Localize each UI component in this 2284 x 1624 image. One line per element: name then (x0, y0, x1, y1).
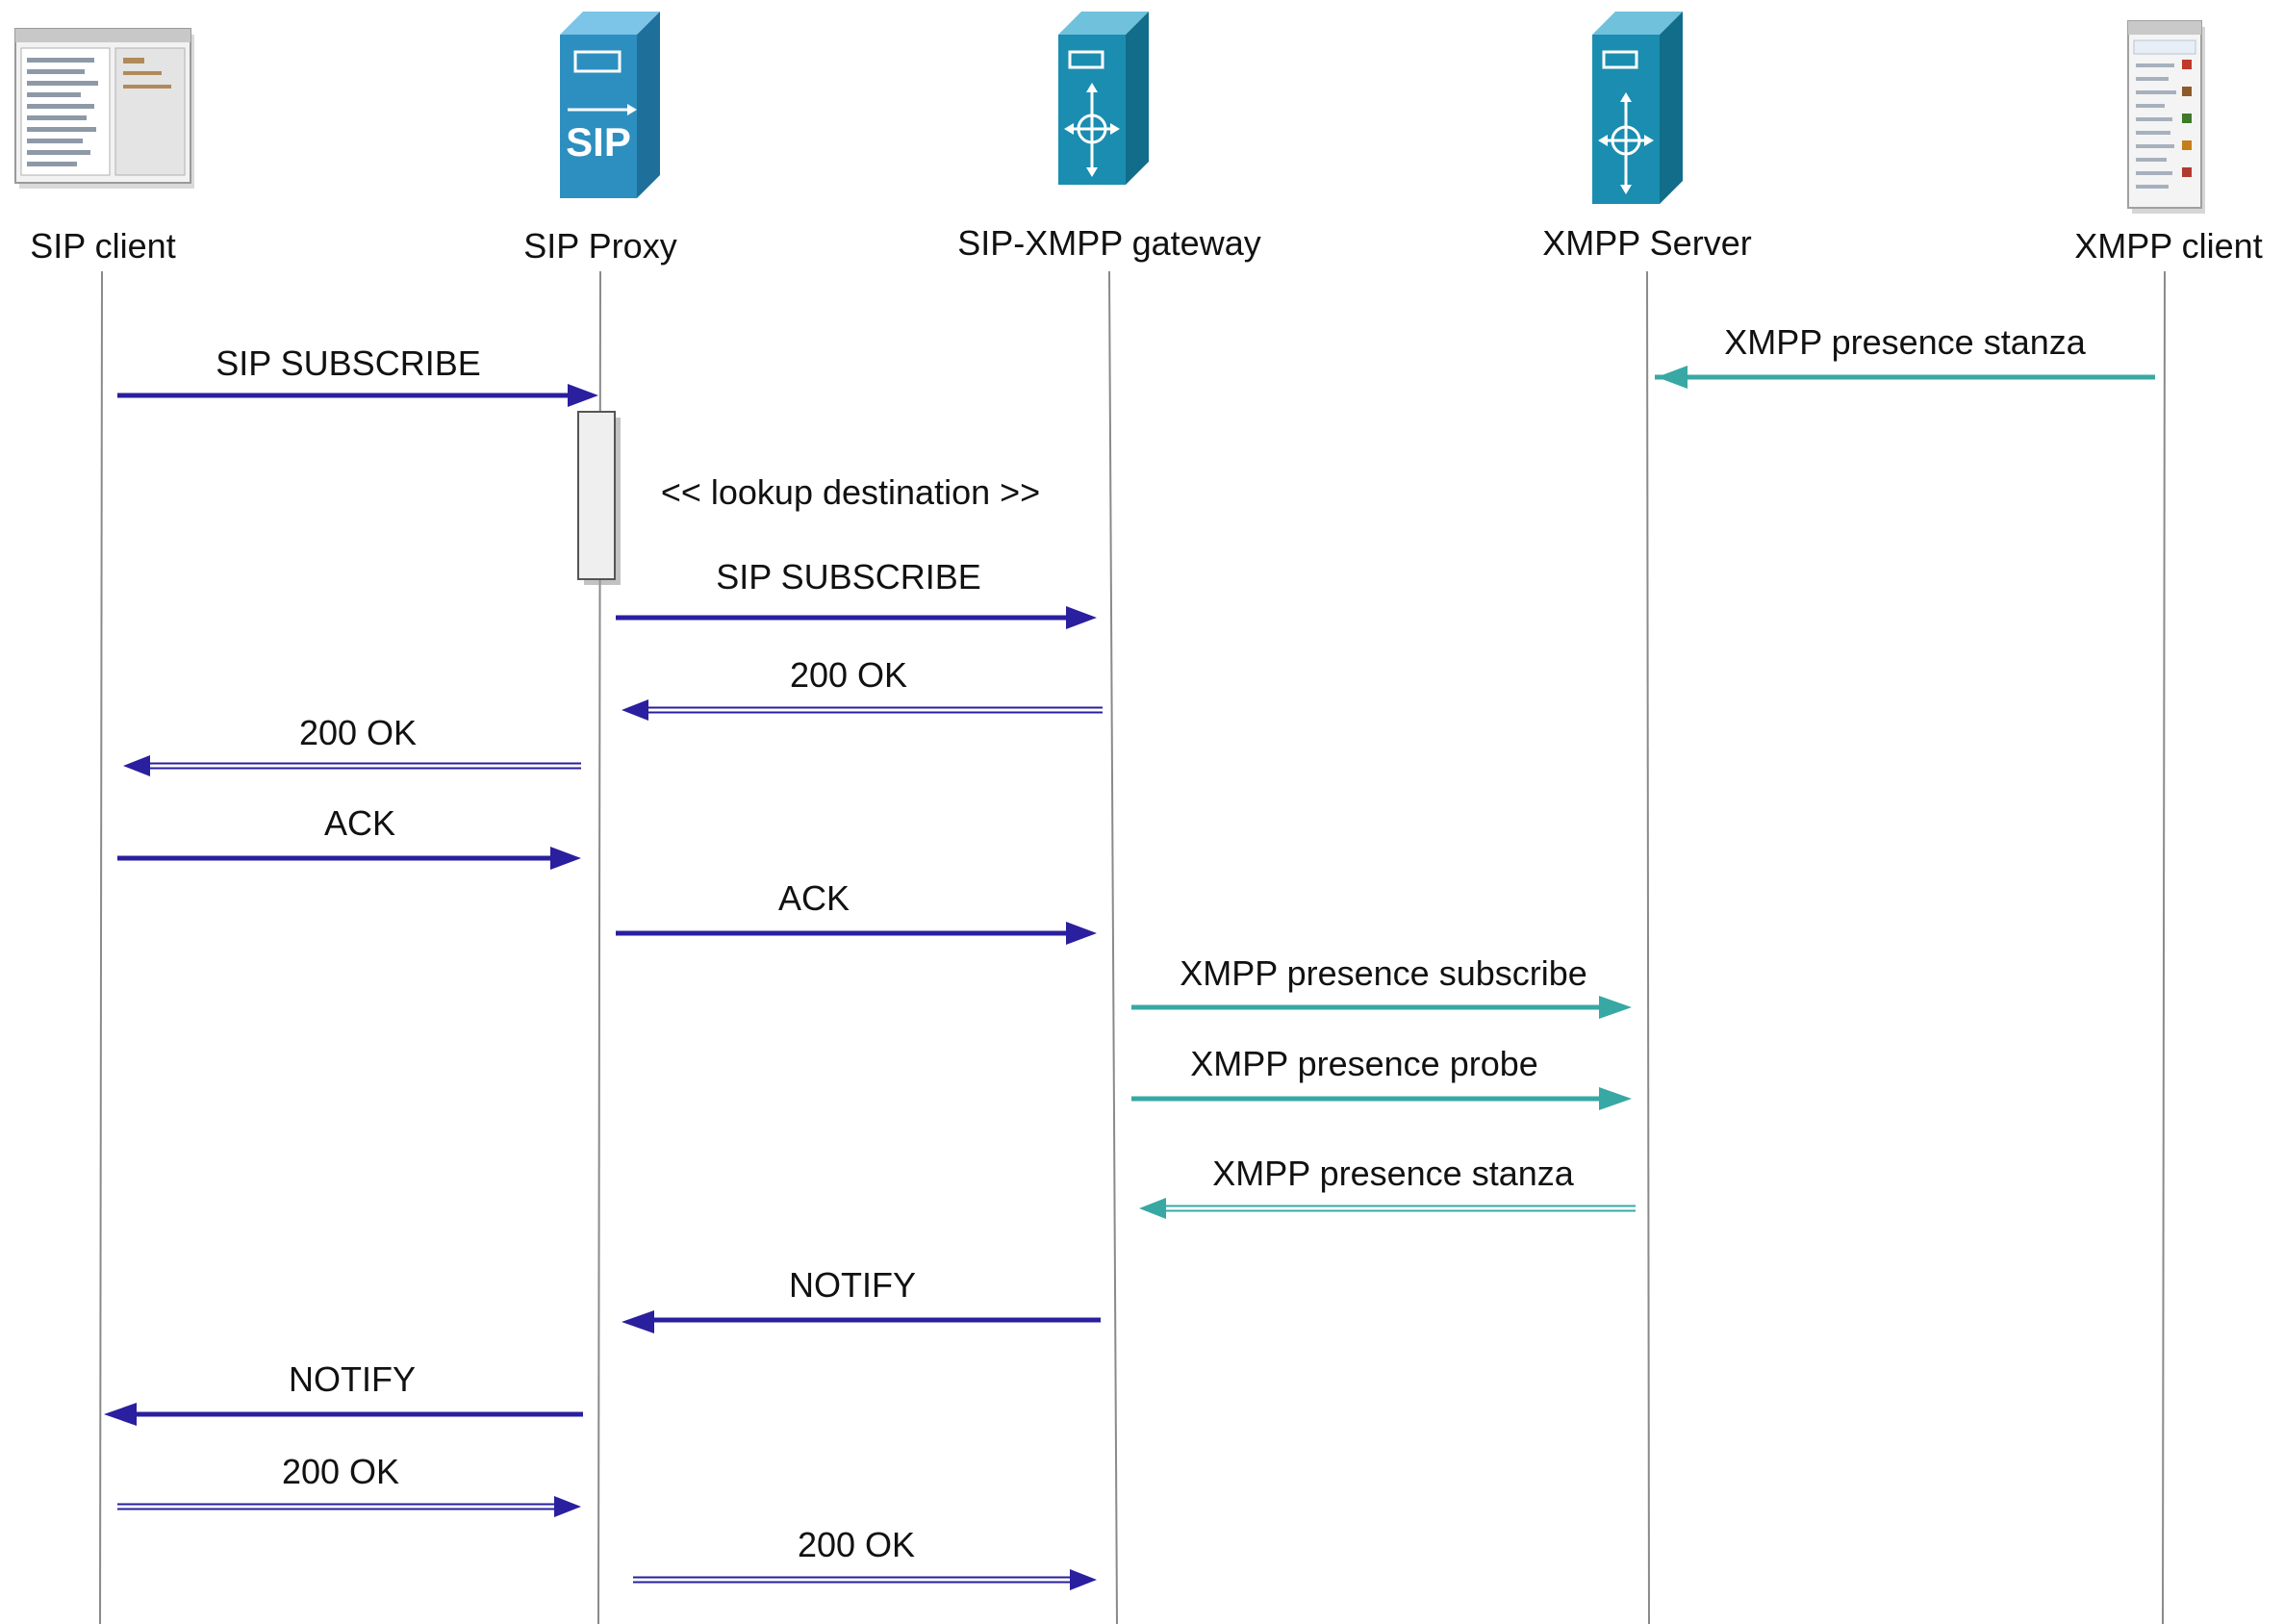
message-arrow: ACK (117, 803, 581, 870)
message-label: ACK (324, 803, 395, 843)
message-label: NOTIFY (789, 1265, 916, 1305)
xmpp-server-icon (1592, 12, 1683, 204)
message-arrow: SIP SUBSCRIBE (616, 557, 1097, 629)
participant-labels: SIP client SIP Proxy SIP-XMPP gateway XM… (30, 223, 2262, 266)
sip-server-icon: SIP (560, 12, 660, 198)
message-arrow: XMPP presence stanza (1655, 322, 2155, 389)
message-arrow: XMPP presence probe (1131, 1044, 1632, 1110)
participant-icons: SIP (14, 12, 2205, 214)
message-arrow: 200 OK (622, 655, 1103, 721)
sip-client-window-icon (14, 28, 194, 189)
lifeline-sip-client (99, 270, 103, 1624)
message-arrow: ACK (616, 878, 1097, 945)
message-label: XMPP presence stanza (1212, 1154, 1575, 1193)
xmpp-client-window-icon (2127, 20, 2205, 214)
participant-label-gateway: SIP-XMPP gateway (957, 223, 1260, 263)
message-label: SIP SUBSCRIBE (716, 557, 980, 596)
message-label: 200 OK (790, 655, 907, 695)
message-label: XMPP presence subscribe (1180, 953, 1587, 993)
message-label: XMPP presence stanza (1724, 322, 2087, 362)
lifelines (99, 270, 2166, 1624)
lifeline-gateway (1108, 270, 1118, 1624)
participant-label-sip-proxy: SIP Proxy (523, 226, 676, 266)
message-label: 200 OK (282, 1452, 399, 1491)
sip-server-icon-text: SIP (566, 119, 631, 165)
participant-label-xmpp-client: XMPP client (2074, 226, 2262, 266)
message-label: NOTIFY (289, 1359, 416, 1399)
participant-label-sip-client: SIP client (30, 226, 175, 266)
message-arrow: XMPP presence stanza (1139, 1154, 1636, 1219)
message-arrow: 200 OK (123, 713, 581, 776)
lifeline-xmpp-server (1646, 270, 1650, 1624)
participant-label-xmpp-server: XMPP Server (1542, 223, 1751, 263)
message-label: 200 OK (299, 713, 417, 752)
gateway-server-icon (1058, 12, 1149, 185)
lifeline-xmpp-client (2162, 270, 2166, 1624)
message-arrow: NOTIFY (622, 1265, 1101, 1333)
message-arrow: 200 OK (633, 1525, 1097, 1590)
lookup-destination-note: << lookup destination >> (661, 472, 1040, 512)
message-label: XMPP presence probe (1190, 1044, 1538, 1083)
activation-bar (577, 411, 621, 585)
message-arrow: XMPP presence subscribe (1131, 953, 1632, 1019)
message-arrow: NOTIFY (104, 1359, 583, 1426)
message-label: 200 OK (798, 1525, 915, 1564)
messages: XMPP presence stanza SIP SUBSCRIBE SIP S… (104, 322, 2155, 1590)
message-label: ACK (778, 878, 850, 918)
message-arrow: 200 OK (117, 1452, 581, 1517)
message-label: SIP SUBSCRIBE (216, 343, 480, 383)
message-arrow: SIP SUBSCRIBE (117, 343, 598, 407)
